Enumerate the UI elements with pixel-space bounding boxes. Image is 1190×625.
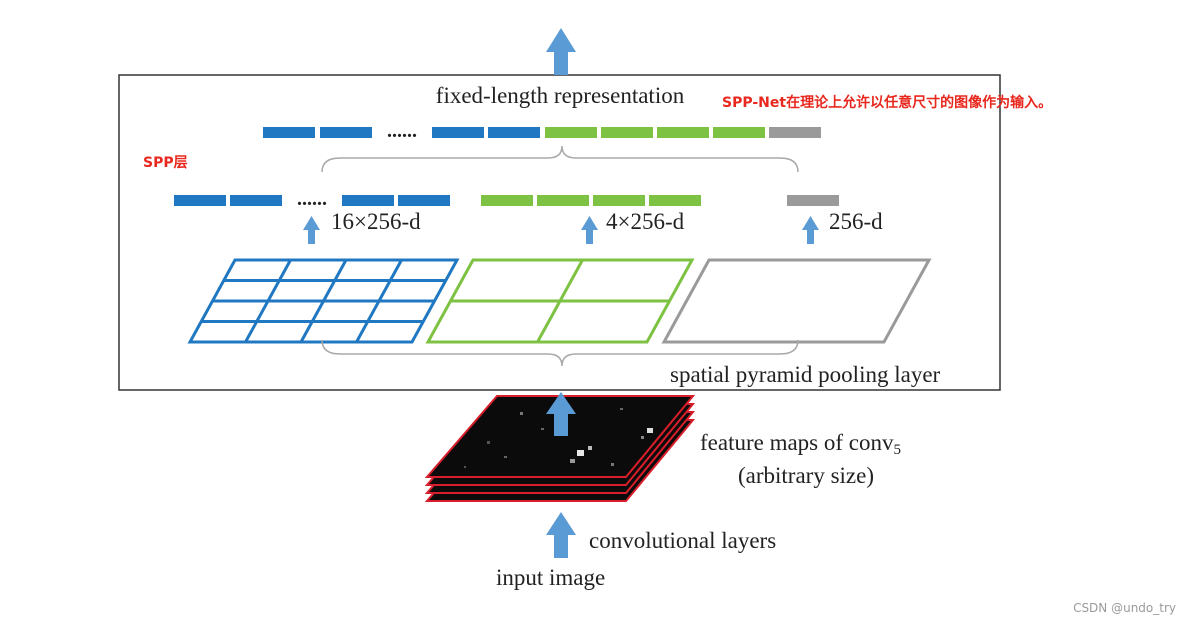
pooling-grid-2x2: [425, 258, 695, 344]
bin-16-label: 16×256-d: [331, 209, 421, 234]
conv-subscript: 5: [894, 442, 902, 458]
lower-brace: [321, 339, 799, 367]
feature-activations: [464, 408, 653, 468]
conv-layers-arrow: [546, 512, 576, 558]
spp-layer-tag: SPP层: [143, 155, 188, 171]
feature-map-stack: [424, 395, 696, 502]
arbitrary-size-label: (arbitrary size): [738, 463, 874, 488]
csdn-watermark: CSDN @undo_try: [1073, 601, 1176, 615]
bin-4-label: 4×256-d: [606, 209, 685, 234]
fixed-length-vector: [263, 127, 821, 138]
feature-maps-label: feature maps of conv5: [700, 430, 901, 458]
bin-16-ellipsis: ......: [297, 188, 327, 210]
output-arrow: [546, 28, 576, 75]
fixed-length-label: fixed-length representation: [436, 83, 685, 108]
pooling-grid-4x4: [187, 258, 460, 344]
spp-layer-label: spatial pyramid pooling layer: [670, 362, 941, 387]
bin-1-label: 256-d: [829, 209, 883, 234]
input-image-label: input image: [496, 565, 605, 590]
feature-to-spp-arrow: [546, 392, 576, 436]
bin-4-vector: [481, 195, 701, 206]
conv-layers-label: convolutional layers: [589, 528, 776, 553]
bin-16-arrow: [303, 216, 320, 244]
upper-brace: [321, 145, 799, 173]
spp-net-note: SPP-Net在理论上允许以任意尺寸的图像作为输入。: [722, 94, 1052, 111]
pooling-grid-1x1: [661, 258, 932, 344]
bin-4-arrow: [581, 216, 598, 244]
bin-16-vector: [174, 195, 450, 206]
bin-1-arrow: [802, 216, 819, 244]
bin-1-vector: [787, 195, 839, 206]
fixed-vector-ellipsis: ......: [387, 120, 417, 142]
